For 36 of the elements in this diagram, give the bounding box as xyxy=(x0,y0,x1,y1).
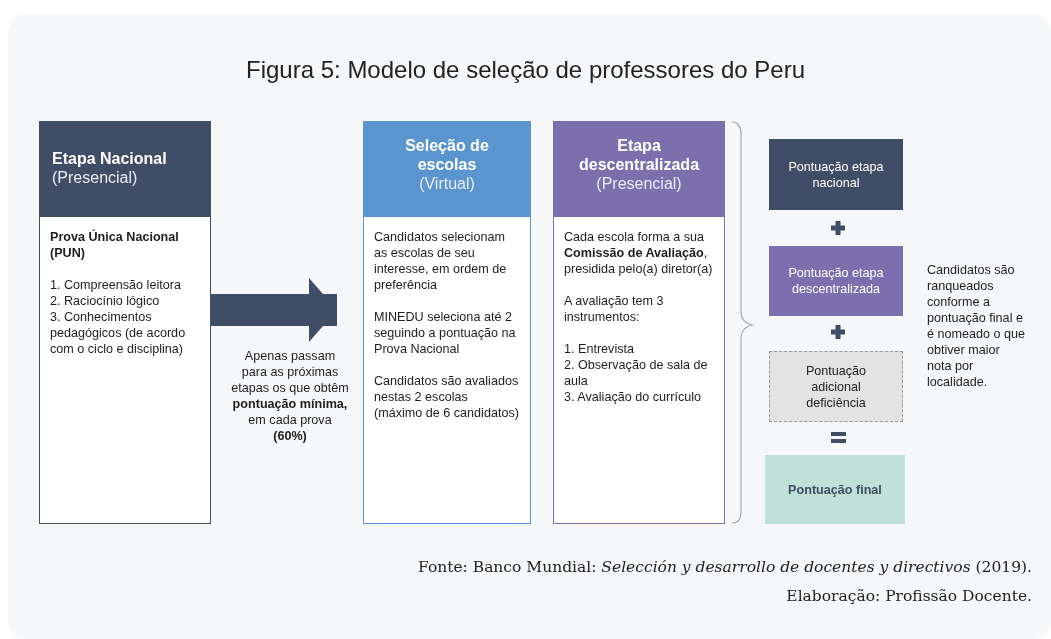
card-subtitle: (Virtual) xyxy=(418,174,476,193)
body-text: 1. Compreensão leitora xyxy=(50,277,182,293)
card-title: Etapa Nacional xyxy=(52,149,168,168)
stage-card xyxy=(363,121,531,524)
figure-title: Figura 5: Modelo de seleção de professores do Peru xyxy=(245,56,806,84)
body-text: 3. Conhecimentos pedagógicos (de acordo com o ciclo e disciplina) xyxy=(50,309,187,357)
body-text: MINEDU seleciona até 2 seguindo a pontuação na Prova Nacional xyxy=(374,309,517,357)
card-title: Seleção de escolas xyxy=(404,136,490,174)
score-label: Pontuação final xyxy=(788,481,882,498)
stage-card xyxy=(553,121,725,524)
score-label: Pontuação adicional deficiência xyxy=(804,362,868,411)
body-text: A avaliação tem 3 instrumentos: xyxy=(564,293,665,325)
score-label: Pontuação etapa descentralizada xyxy=(787,265,885,297)
score-box xyxy=(769,246,903,316)
body-text: 2. Observação de sala de aula xyxy=(564,357,709,389)
source-caption: Fonte: Banco Mundial: Selección y desarrollo de docentes y directivos (2019). xyxy=(417,558,1032,576)
credit-text: Elaboração: Profissão Docente. xyxy=(786,587,1032,605)
body-text: Prova Única Nacional (PUN) xyxy=(50,229,180,261)
block-arrow xyxy=(211,278,337,342)
score-box xyxy=(765,455,905,524)
body-text: 1. Entrevista xyxy=(564,341,635,357)
body-text: Cada escola forma a sua Comissão de Avaliação, presidida pelo(a) diretor(a) xyxy=(564,229,714,277)
body-text: Candidatos selecionam as escolas de seu interesse, em ordem de preferência xyxy=(374,229,508,293)
note-text: Candidatos são ranqueados conforme a pontuação final e é nomeado o que obtiver maior nota por localidade. xyxy=(927,262,1027,390)
edge-label: Apenas passam para as próximas etapas os que obtêm pontuação mínima, em cada prova (60%) xyxy=(231,348,349,444)
body-text: 3. Avaliação do currículo xyxy=(564,389,702,405)
card-subtitle: (Presencial) xyxy=(52,168,139,187)
body-text: (máximo de 6 candidatos) xyxy=(374,405,520,421)
score-label: Pontuação etapa nacional xyxy=(787,158,885,191)
body-text: Candidatos são avaliados nestas 2 escolas xyxy=(374,373,520,405)
card-title: Etapa descentralizada xyxy=(577,136,701,174)
dashed-score-box xyxy=(769,351,903,422)
body-text: 2. Raciocínio lógico xyxy=(50,293,161,309)
card-subtitle: (Presencial) xyxy=(595,174,683,193)
score-box xyxy=(769,139,903,210)
stage-card xyxy=(39,121,211,524)
